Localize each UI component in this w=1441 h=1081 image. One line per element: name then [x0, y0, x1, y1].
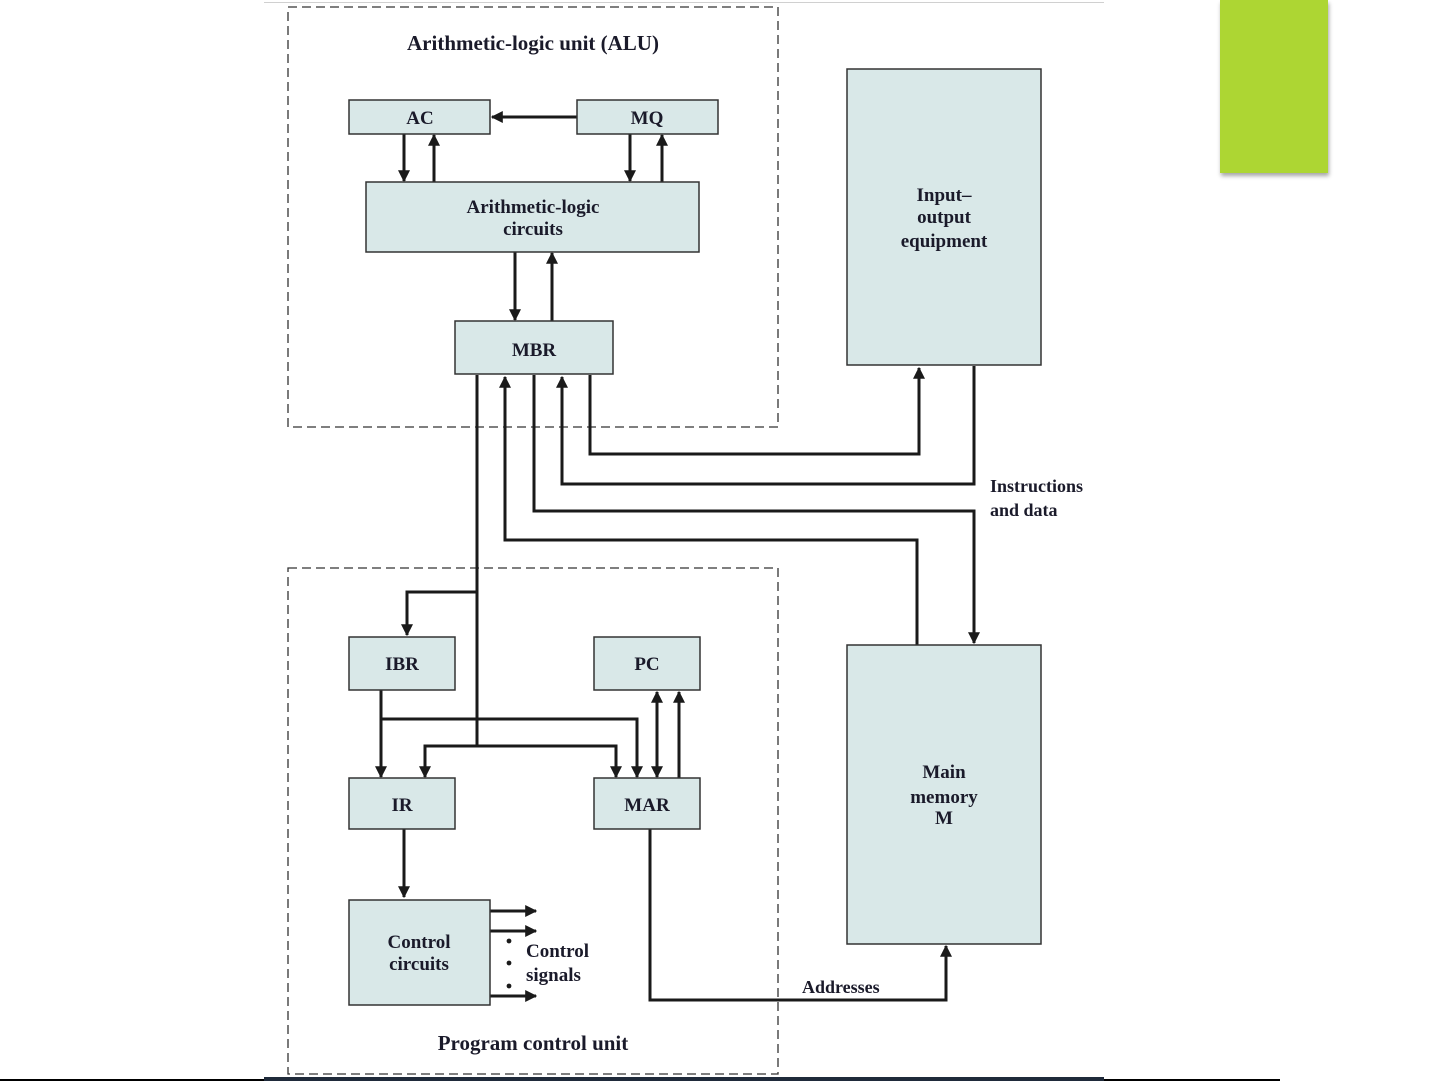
control-circuits-label-line-2: circuits — [389, 954, 449, 975]
io-label-line-1: Input– — [917, 185, 972, 206]
box-ac: AC — [349, 100, 490, 134]
wire-mbr-to-ir — [425, 746, 477, 777]
box-mar: MAR — [594, 778, 700, 829]
control-circuits-label-line-1: Control — [388, 932, 451, 953]
box-mq: MQ — [577, 100, 718, 134]
wire-mbr-to-mar — [477, 746, 616, 777]
memory-label-line-1: Main — [922, 762, 966, 783]
wire-ibr-to-mar — [381, 719, 637, 777]
control-signals-label-line-1: Control — [526, 941, 589, 962]
pcu-region-title: Program control unit — [438, 1031, 629, 1055]
io-label-line-2: output — [917, 207, 972, 228]
io-label-line-3: equipment — [901, 231, 988, 252]
instructions-and-data-label-line-2: and data — [990, 500, 1058, 520]
addresses-label: Addresses — [802, 977, 880, 997]
box-control-circuits: Control circuits — [349, 900, 490, 1005]
box-mq-label: MQ — [631, 108, 664, 129]
alu-region-title: Arithmetic-logic unit (ALU) — [407, 31, 659, 55]
box-arithmetic-logic-circuits: Arithmetic-logic circuits — [366, 182, 699, 252]
wire-mbr-to-memory — [534, 375, 974, 643]
box-mar-label: MAR — [624, 795, 670, 816]
box-main-memory: Main memory M — [847, 645, 1041, 944]
box-mbr-label: MBR — [512, 340, 557, 361]
memory-label-line-2: memory — [910, 787, 978, 808]
box-input-output-equipment: Input– output equipment — [847, 69, 1041, 365]
ellipsis-dot — [507, 939, 512, 944]
box-pc-label: PC — [634, 654, 659, 675]
box-mbr: MBR — [455, 321, 613, 374]
box-ibr: IBR — [349, 637, 455, 690]
memory-label-line-3: M — [935, 808, 953, 829]
control-signals-label-line-2: signals — [526, 965, 581, 986]
instructions-and-data-label-line-1: Instructions — [990, 476, 1083, 496]
slide-bottom-bar — [264, 1077, 1104, 1081]
box-ac-label: AC — [406, 108, 433, 129]
box-ir-label: IR — [391, 795, 412, 816]
alc-label-line-1: Arithmetic-logic — [467, 197, 600, 218]
box-ibr-label: IBR — [385, 654, 419, 675]
ellipsis-dot — [507, 961, 512, 966]
alc-label-line-2: circuits — [503, 219, 563, 240]
wire-io-to-mbr — [562, 366, 974, 484]
box-pc: PC — [594, 637, 700, 690]
box-ir: IR — [349, 778, 455, 829]
wire-mbr-to-io — [590, 368, 919, 454]
wire-mbr-to-ibr — [407, 592, 477, 635]
ellipsis-dot — [507, 984, 512, 989]
